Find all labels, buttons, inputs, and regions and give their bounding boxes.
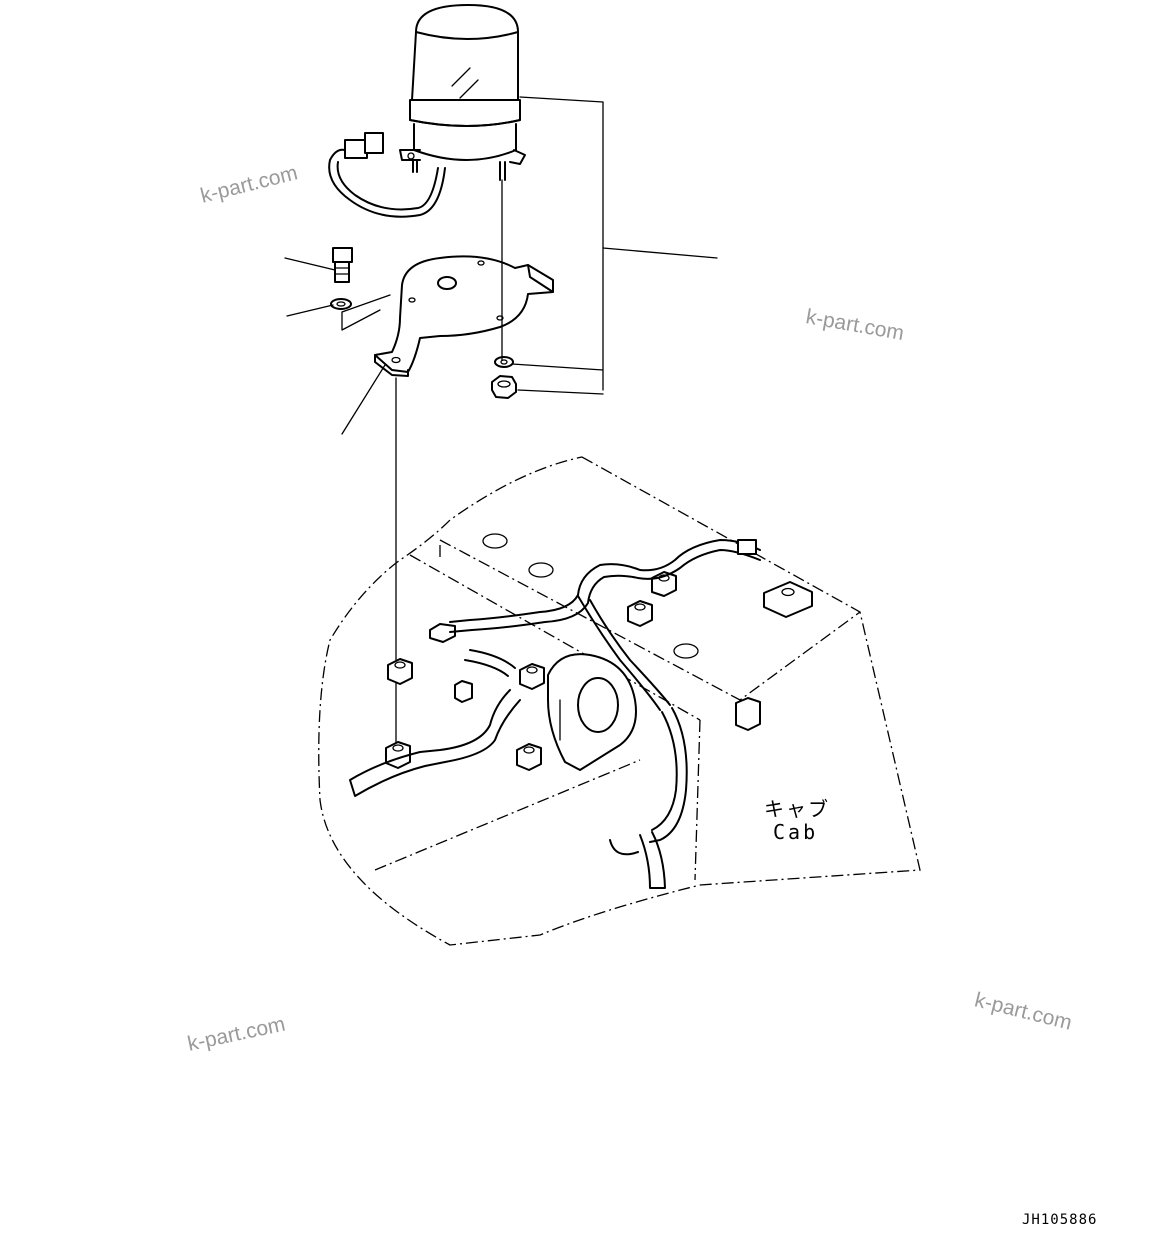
mounting-bracket <box>374 255 554 377</box>
wiring-harness <box>349 539 761 889</box>
rotating-beacon-lamp <box>399 4 526 181</box>
leader-lines <box>284 96 718 746</box>
bolt <box>332 247 353 283</box>
hex-nut <box>491 375 517 399</box>
cab-label-en: Cab <box>773 820 819 844</box>
cab-label-jp: キャブ <box>764 797 830 821</box>
lock-washer <box>330 298 352 310</box>
drawing-number: JH105886 <box>1022 1212 1098 1228</box>
mounting-nuts <box>385 571 813 771</box>
washer-lower <box>494 356 514 368</box>
cab-roof <box>318 456 921 946</box>
wiper-pivot <box>547 653 637 771</box>
lamp-cable <box>328 132 446 218</box>
